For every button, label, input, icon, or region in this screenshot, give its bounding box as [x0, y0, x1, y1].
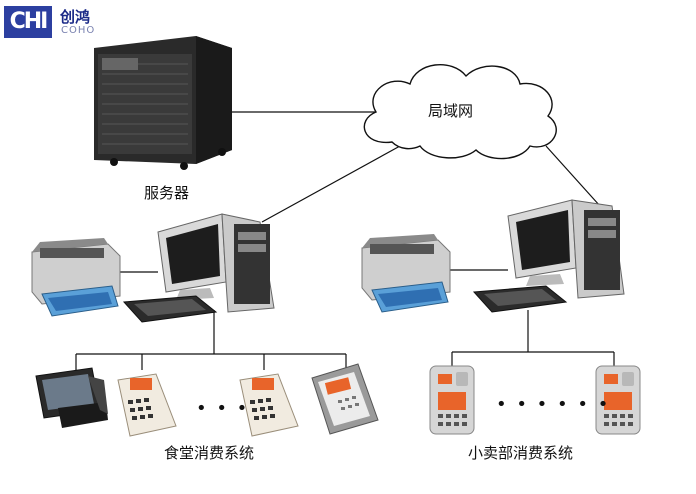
desktop-computer-icon	[472, 199, 625, 313]
logo-chinese-name: 创鸿	[60, 8, 91, 26]
canteen-system-label: 食堂消费系统	[164, 444, 255, 462]
line-lan-pc1	[261, 145, 401, 223]
logo-english-name: COHO	[61, 25, 96, 36]
lan-label: 局域网	[428, 102, 474, 120]
wall-card-reader-icon	[595, 365, 641, 435]
lan-cloud-icon	[363, 64, 557, 160]
wall-card-reader-icon	[429, 365, 475, 435]
line-lan-pc2	[545, 145, 601, 207]
card-reader-keypad-icon	[117, 373, 177, 437]
desktop-computer-icon	[122, 213, 275, 323]
laser-printer-icon	[361, 234, 451, 313]
canteen-ellipsis: • • •	[196, 398, 250, 419]
touch-pos-terminal-icon	[35, 367, 108, 428]
card-reader-keypad-icon	[239, 373, 299, 437]
server-label: 服务器	[144, 184, 190, 202]
server-tower-icon	[94, 36, 232, 170]
coho-logo-mark: CHI	[4, 6, 52, 38]
connection-lines	[75, 111, 615, 370]
laser-printer-icon	[31, 238, 121, 317]
shop-system-label: 小卖部消费系统	[468, 444, 574, 462]
shop-ellipsis: • • • • • •	[496, 394, 611, 415]
card-reader-keypad-icon	[311, 363, 379, 435]
